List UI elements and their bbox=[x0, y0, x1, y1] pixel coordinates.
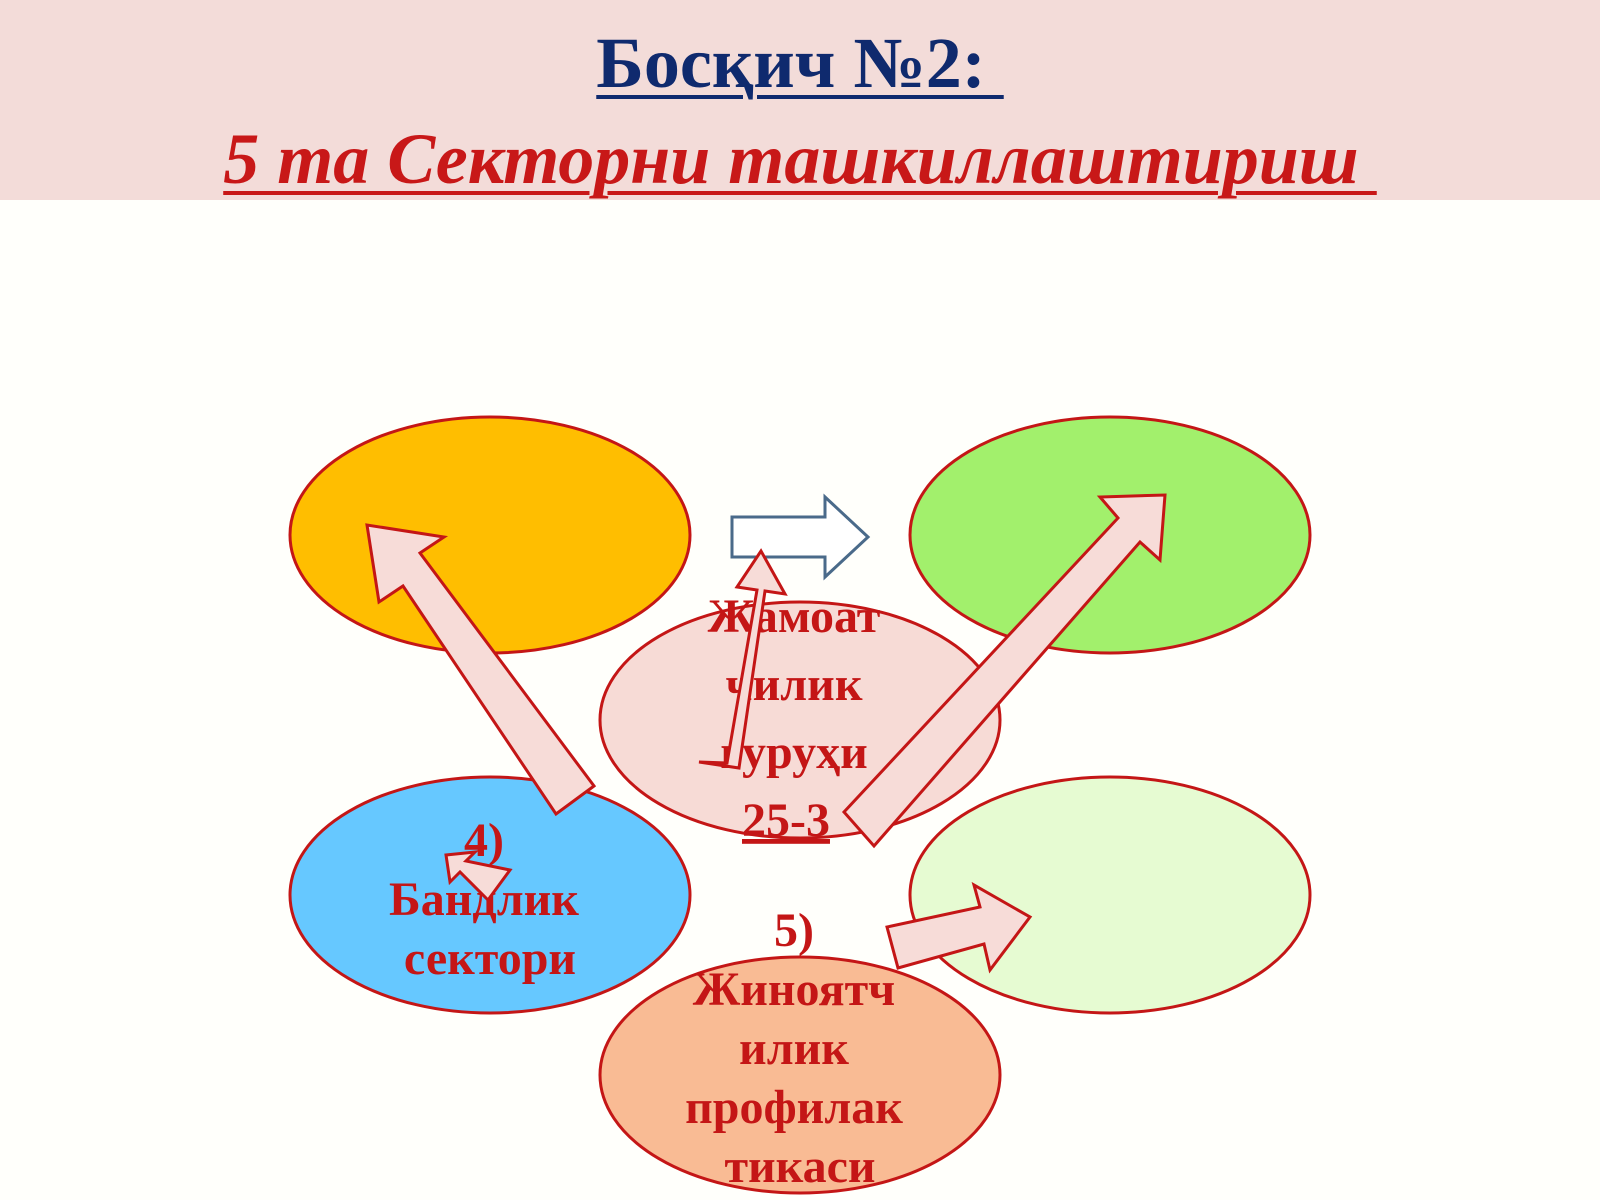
bottom-center-label-line: Жиноятч bbox=[693, 963, 895, 1016]
slide-subtitle: 5 та Секторни ташкиллаштириш bbox=[223, 119, 1377, 199]
arrow-to-top-left-icon bbox=[365, 523, 597, 817]
sector-bottom-right bbox=[908, 775, 1312, 1015]
center-label-line: 25-3 bbox=[742, 794, 830, 847]
bottom-center-label-line: тикаси bbox=[724, 1140, 875, 1193]
arrow-to-center-top-icon bbox=[698, 548, 788, 770]
bottom-center-label-line: профилак bbox=[685, 1081, 903, 1134]
bottom-center-sector-label: 5) Жиноятч илик профилак тикаси bbox=[685, 904, 915, 1193]
arrow-to-top-right-icon bbox=[841, 493, 1167, 849]
sector-top-left bbox=[288, 415, 692, 655]
center-label-line: Жамоат bbox=[708, 590, 881, 643]
bottom-left-label-line: сектори bbox=[404, 932, 576, 985]
title-banner: Босқич №2: 5 та Секторни ташкиллаштириш bbox=[0, 0, 1600, 200]
bottom-center-label-line: 5) bbox=[774, 904, 814, 957]
slide-title: Босқич №2: bbox=[596, 23, 1004, 103]
bottom-center-label-line: илик bbox=[739, 1022, 849, 1075]
arrow-small-bottom-left-icon bbox=[444, 850, 513, 903]
arrow-to-bottom-right-icon bbox=[885, 881, 1033, 974]
sector-bottom-center bbox=[598, 955, 1002, 1195]
